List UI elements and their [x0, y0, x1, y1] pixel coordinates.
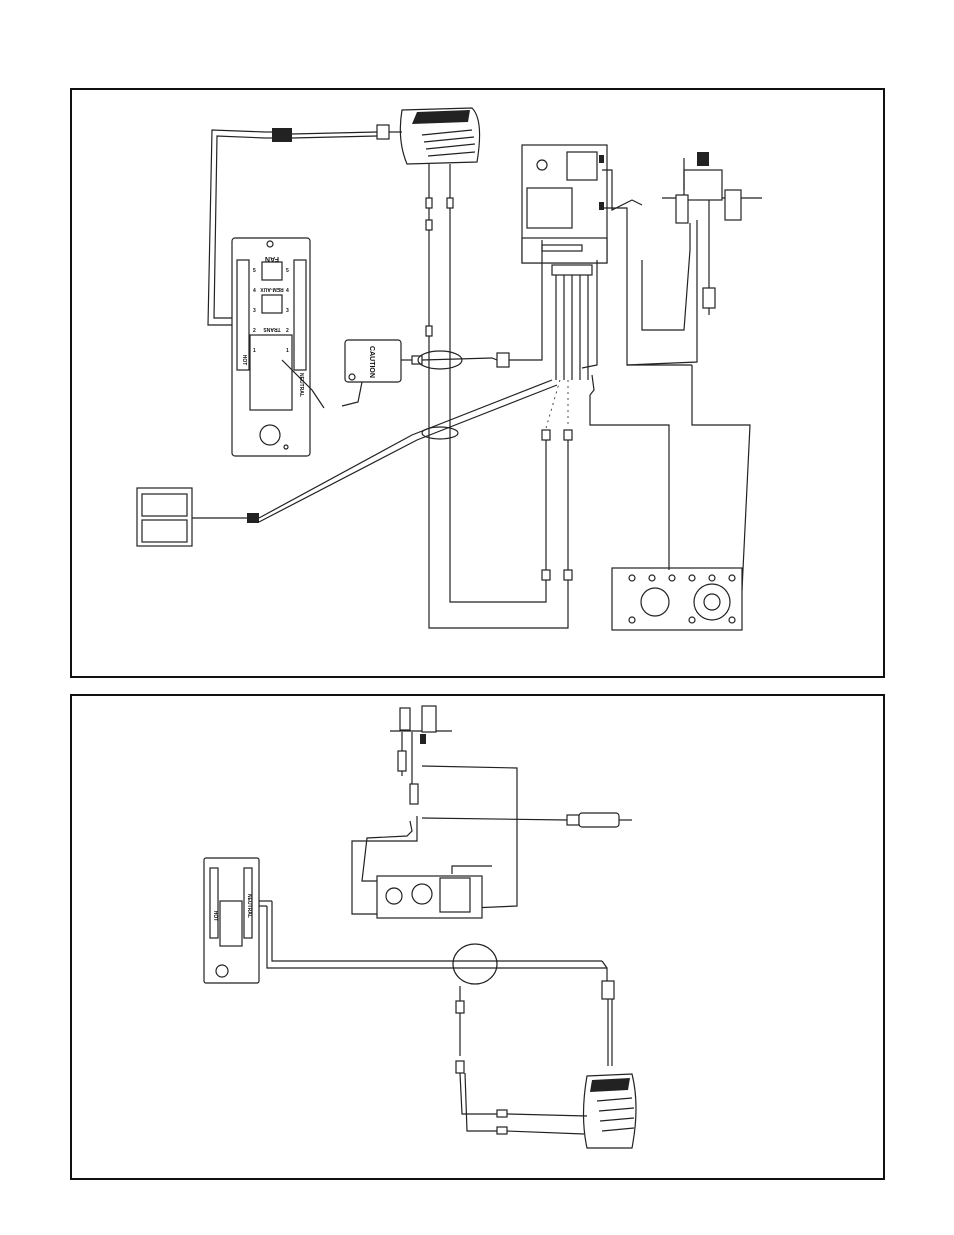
- pilot-assembly-top: [627, 152, 762, 365]
- terminal-left-5: 5: [253, 268, 256, 274]
- hot-label-bottom: HOT: [212, 911, 218, 922]
- transformer: [377, 108, 480, 164]
- dotted-wires: [546, 380, 568, 428]
- caution-module: [342, 340, 497, 406]
- top-wiring-svg: FAN REM-AUX TRANS HOT NEUTRAL 5 4 3 2 1 …: [72, 90, 887, 680]
- terminal-left-2: 2: [253, 328, 256, 334]
- power-wiring-bottom: [267, 901, 614, 1066]
- terminal-right-5: 5: [286, 268, 289, 274]
- terminal-left-1: 1: [253, 348, 256, 354]
- terminal-right-2: 2: [286, 328, 289, 334]
- gas-valve-bottom: [377, 866, 492, 918]
- gas-valve-top: [590, 365, 750, 630]
- terminal-right-4: 4: [286, 288, 289, 294]
- transformer-leads: [426, 164, 453, 620]
- receptacle-block-top: [232, 238, 324, 456]
- terminal-left-3: 3: [253, 308, 256, 314]
- control-module: [522, 145, 607, 263]
- terminal-left-4: 4: [253, 288, 256, 294]
- terminal-right-1: 1: [286, 348, 289, 354]
- thermocouple-probe: [422, 813, 632, 827]
- neutral-label: NEUTRAL: [298, 373, 304, 397]
- neutral-label-bottom: NEUTRAL: [246, 894, 252, 918]
- top-wiring-diagram: FAN REM-AUX TRANS HOT NEUTRAL 5 4 3 2 1 …: [70, 88, 885, 678]
- low-voltage-leads-bottom: [456, 986, 587, 1134]
- terminal-right-3: 3: [286, 308, 289, 314]
- bottom-wiring-svg: HOT NEUTRAL: [72, 696, 887, 1182]
- fan-label: FAN: [265, 255, 279, 262]
- caution-label: CAUTION: [368, 346, 375, 378]
- transformer-bottom: [584, 1074, 637, 1148]
- hot-label: HOT: [241, 355, 247, 366]
- bottom-wiring-diagram: HOT NEUTRAL: [70, 694, 885, 1180]
- trans-label: TRANS: [263, 326, 281, 332]
- remote-label: REM-AUX: [260, 286, 284, 292]
